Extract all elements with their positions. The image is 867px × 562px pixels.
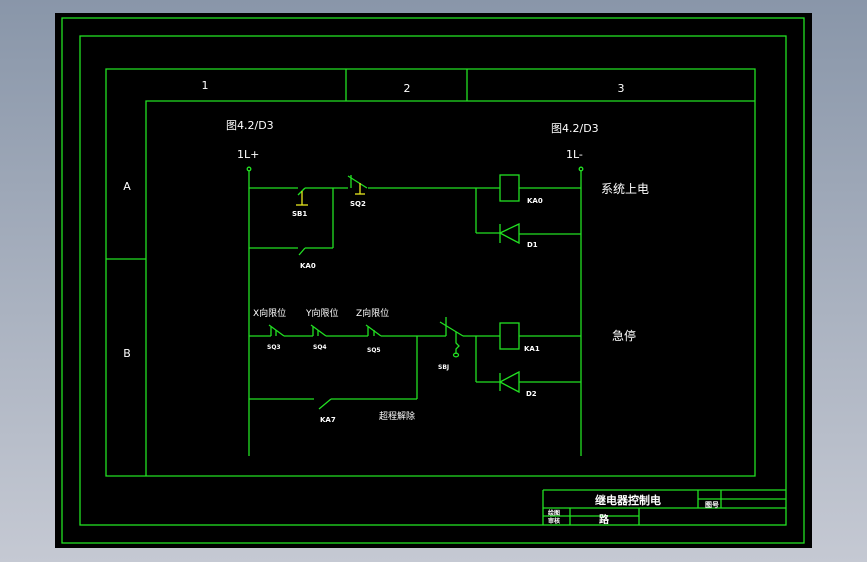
label-ka7: KA7 — [320, 416, 336, 424]
diode-d1 — [498, 222, 520, 245]
label-sq2: SQ2 — [350, 200, 366, 208]
function-power-on: 系统上电 — [601, 182, 649, 196]
reference-left: 图4.2/D3 — [226, 119, 274, 132]
title-block-drawing-no-label: 图号 — [705, 500, 719, 509]
zone-col-2: 2 — [404, 82, 411, 95]
label-diode-d1: D1 — [527, 241, 538, 249]
label-diode-d2: D2 — [526, 390, 537, 398]
label-x-limit: X向限位 — [253, 307, 286, 319]
label-coil-ka1: KA1 — [524, 345, 540, 353]
inner-border — [79, 35, 787, 526]
coil-ka0 — [499, 174, 520, 202]
label-sq4: SQ4 — [313, 344, 327, 351]
title-block-drawn-label: 绘图 — [548, 509, 560, 517]
contact-ka7-bypass — [318, 398, 332, 410]
zone-row-a: A — [123, 180, 131, 193]
contact-sq5 — [365, 324, 382, 337]
rail-positive-terminal — [246, 166, 252, 172]
zone-col-1: 1 — [202, 79, 209, 92]
diode-d2 — [498, 370, 520, 394]
contact-sq4 — [310, 324, 327, 337]
rail-negative-terminal — [578, 166, 584, 172]
label-sb1: SB1 — [292, 210, 307, 218]
label-coil-ka0: KA0 — [527, 197, 543, 205]
label-ka0-hold: KA0 — [300, 262, 316, 270]
reference-right: 图4.2/D3 — [551, 122, 599, 135]
title-block-title: 继电器控制电 — [595, 493, 661, 507]
rail-negative-label: 1L- — [566, 148, 583, 161]
outer-border — [61, 17, 805, 544]
zone-inner-frame — [145, 100, 755, 476]
title-block-title-line2: 路 — [599, 513, 610, 526]
title-block-checked-label: 审核 — [548, 517, 560, 525]
label-sq5: SQ5 — [367, 347, 381, 354]
drawing-sheet — [55, 13, 812, 548]
contact-sq2 — [347, 175, 368, 195]
title-block — [542, 489, 786, 525]
label-overtravel-release: 超程解除 — [379, 410, 415, 422]
label-y-limit: Y向限位 — [305, 307, 339, 319]
zone-col-3: 3 — [618, 82, 625, 95]
zone-frame — [105, 68, 756, 477]
label-sq3: SQ3 — [267, 344, 281, 351]
zone-row-b: B — [123, 347, 131, 360]
contact-ka0-hold — [298, 247, 306, 256]
function-estop: 急停 — [612, 328, 636, 343]
coil-ka1 — [499, 322, 520, 350]
label-sbj: SBJ — [438, 364, 449, 371]
contact-sb1 — [296, 187, 308, 206]
rail-positive-label: 1L+ — [237, 148, 259, 161]
label-z-limit: Z向限位 — [356, 307, 389, 319]
contact-sbj-estop — [439, 317, 464, 358]
contact-sq3 — [268, 324, 285, 337]
